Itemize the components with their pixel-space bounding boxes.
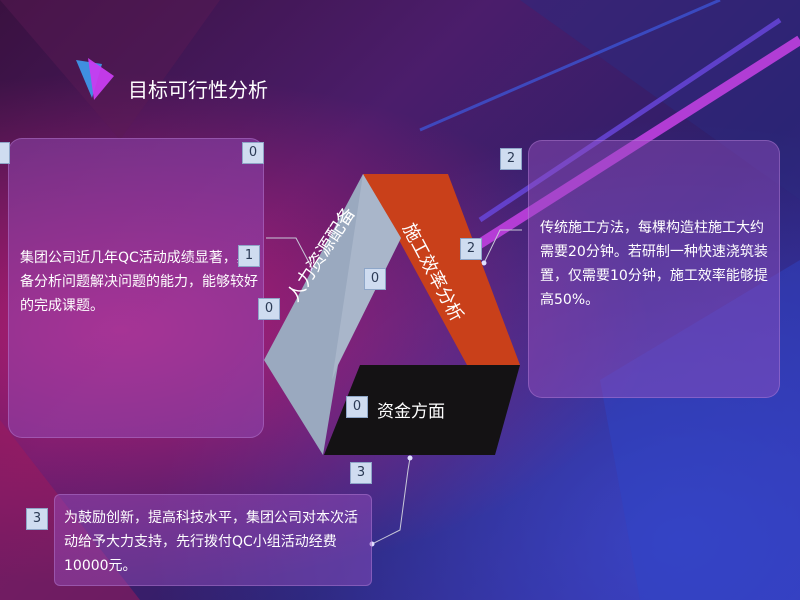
badge-three-left: 3 bbox=[26, 508, 48, 530]
badge-triangle-top: 0 bbox=[364, 268, 386, 290]
badge-two-mid: 2 bbox=[460, 238, 482, 260]
triangle-bottom-label: 资金方面 bbox=[377, 402, 445, 422]
left-panel-text: 集团公司近几年QC活动成绩显著，具备分析问题解决问题的能力，能够较好的完成课题。 bbox=[20, 250, 258, 314]
left-panel bbox=[8, 138, 264, 438]
badge-two-top: 2 bbox=[500, 148, 522, 170]
right-panel bbox=[528, 140, 780, 398]
triangle-bottom-face bbox=[324, 365, 520, 455]
badge-top-left: 0 bbox=[242, 142, 264, 164]
badge-zero-bottom: 0 bbox=[346, 396, 368, 418]
page-title: 目标可行性分析 bbox=[128, 78, 268, 102]
title-icon bbox=[76, 58, 114, 100]
badge-zero-mid: 0 bbox=[258, 298, 280, 320]
badge-edge-left bbox=[0, 142, 10, 164]
bottom-panel-text: 为鼓励创新，提高科技水平，集团公司对本次活动给予大力支持，先行拨付QC小组活动经… bbox=[64, 510, 358, 574]
right-panel-text: 传统施工方法，每棵构造柱施工大约需要20分钟。若研制一种快速浇筑装置，仅需要10… bbox=[540, 220, 768, 308]
badge-three-mid: 3 bbox=[350, 462, 372, 484]
bottom-panel bbox=[54, 494, 372, 586]
triangle-right-face bbox=[363, 174, 520, 365]
badge-one: 1 bbox=[238, 245, 260, 267]
